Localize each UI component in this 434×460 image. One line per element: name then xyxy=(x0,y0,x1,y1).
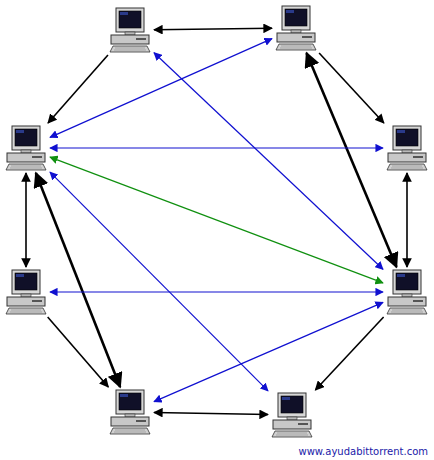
connection-arrow xyxy=(154,28,272,29)
connection-arrow xyxy=(50,157,383,283)
computer-icon xyxy=(385,125,429,171)
computer-icon xyxy=(108,389,152,435)
connection-arrow xyxy=(50,147,383,148)
connection-arrow xyxy=(154,53,383,270)
connection-arrow xyxy=(315,317,383,390)
computer-icon xyxy=(108,7,152,53)
connection-arrow xyxy=(25,173,27,267)
connection-arrow xyxy=(319,53,384,123)
computer-icon xyxy=(4,269,48,315)
computer-node xyxy=(385,269,429,315)
connection-arrow xyxy=(48,317,109,387)
computer-node xyxy=(108,389,152,435)
watermark: www.ayudabittorrent.com xyxy=(298,446,428,457)
connection-arrow xyxy=(48,55,108,123)
connection-arrow xyxy=(154,412,268,414)
connection-arrow xyxy=(50,39,272,138)
connection-arrow xyxy=(406,173,408,267)
computer-icon xyxy=(270,392,314,438)
computer-node xyxy=(274,5,318,51)
computer-node xyxy=(108,7,152,53)
connection-arrow xyxy=(50,291,383,292)
computer-node xyxy=(4,269,48,315)
computer-node xyxy=(4,125,48,171)
connection-arrow xyxy=(307,53,397,267)
computer-node xyxy=(385,125,429,171)
computer-icon xyxy=(4,125,48,171)
computer-node xyxy=(270,392,314,438)
computer-icon xyxy=(385,269,429,315)
computer-icon xyxy=(274,5,318,51)
connection-arrow xyxy=(154,302,383,401)
connection-arrow xyxy=(36,173,120,387)
